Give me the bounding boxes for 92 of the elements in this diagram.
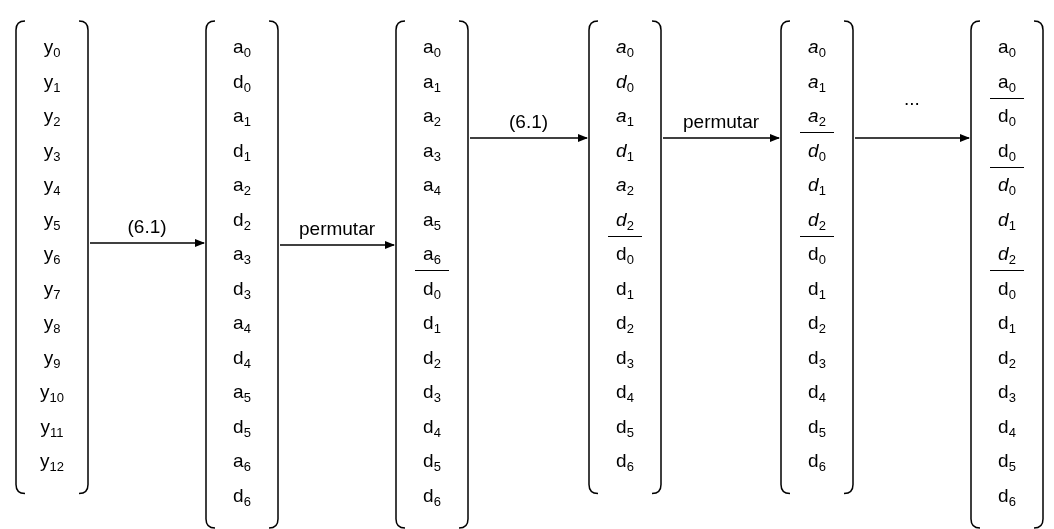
column-vector (588, 20, 662, 495)
vector-entry: y$_{2}$ (42, 105, 62, 127)
column-vector (780, 20, 854, 495)
vector-entry: d$_{1}$ (997, 208, 1017, 231)
vector-entry: a$_{6}$ (422, 243, 442, 265)
vector-entry: d$_{0}$ (807, 243, 827, 265)
vector-entry: d$_{1}$ (615, 277, 635, 300)
vector-entry: d$_{0}$ (997, 139, 1017, 162)
vector-entry: d$_{2}$ (807, 208, 827, 231)
vector-entry: y$_{4}$ (42, 174, 62, 196)
column-vector (395, 20, 469, 529)
vector-entry: d$_{3}$ (422, 381, 442, 403)
vector-entry: a$_{2}$ (422, 105, 442, 127)
vector-entry: y$_{9}$ (42, 346, 62, 369)
vector-entry: d$_{2}$ (422, 346, 442, 369)
vector-entry: d$_{1}$ (997, 312, 1017, 334)
vector-entry: a$_{2}$ (615, 174, 635, 196)
vector-entry: y$_{6}$ (42, 243, 62, 265)
vector-entry: d$_{1}$ (807, 277, 827, 300)
vector-entry: d$_{3}$ (997, 381, 1017, 403)
vector-entry: d$_{2}$ (997, 346, 1017, 369)
vector-entry: d$_{3}$ (232, 277, 252, 300)
vector-entry: d$_{5}$ (615, 415, 635, 438)
vector-entry: d$_{6}$ (807, 450, 827, 472)
vector-entry: y$_{12}$ (39, 450, 65, 472)
arrow (854, 134, 970, 142)
vector-entry: d$_{6}$ (615, 450, 635, 472)
vector-entry: d$_{0}$ (997, 277, 1017, 300)
vector-entry: y$_{0}$ (42, 36, 62, 58)
arrow (89, 239, 205, 247)
vector-entry: a$_{6}$ (232, 450, 252, 472)
vector-entry: d$_{3}$ (807, 346, 827, 369)
vector-entry: a$_{0}$ (997, 70, 1017, 93)
vector-entry: y$_{3}$ (42, 139, 62, 162)
vector-entry: d$_{5}$ (422, 450, 442, 472)
vector-entry: a$_{2}$ (232, 174, 252, 196)
vector-entry: a$_{1}$ (807, 70, 827, 93)
vector-entry: d$_{6}$ (232, 484, 252, 507)
vector-entry: a$_{3}$ (422, 139, 442, 162)
vector-entry: y$_{8}$ (42, 312, 62, 334)
vector-entry: a$_{5}$ (422, 208, 442, 231)
vector-entry: y$_{7}$ (42, 277, 62, 300)
vector-entry: d$_{6}$ (422, 484, 442, 507)
vector-entry: d$_{1}$ (615, 139, 635, 162)
vector-entry: d$_{6}$ (997, 484, 1017, 507)
vector-entry: a$_{3}$ (232, 243, 252, 265)
vector-entry: d$_{5}$ (807, 415, 827, 438)
vector-entry: a$_{0}$ (997, 36, 1017, 58)
column-vector (15, 20, 89, 495)
vector-entry: a$_{0}$ (232, 36, 252, 58)
vector-entry: d$_{4}$ (232, 346, 252, 369)
vector-entry: a$_{4}$ (232, 312, 252, 334)
vector-entry: d$_{5}$ (232, 415, 252, 438)
vector-entry: a$_{0}$ (807, 36, 827, 58)
vector-entry: d$_{2}$ (997, 243, 1017, 265)
vector-entry: d$_{0}$ (997, 105, 1017, 127)
vector-entry: d$_{0}$ (615, 70, 635, 93)
column-vector (205, 20, 279, 529)
vector-entry: d$_{1}$ (232, 139, 252, 162)
vector-entry: y$_{10}$ (39, 381, 65, 403)
arrow (662, 134, 780, 142)
vector-entry: d$_{0}$ (997, 174, 1017, 196)
vector-entry: a$_{5}$ (232, 381, 252, 403)
vector-entry: a$_{1}$ (615, 105, 635, 127)
vector-entry: d$_{1}$ (422, 312, 442, 334)
vector-entry: a$_{0}$ (422, 36, 442, 58)
vector-entry: d$_{2}$ (807, 312, 827, 334)
vector-entry: a$_{1}$ (422, 70, 442, 93)
column-vector (970, 20, 1044, 529)
vector-entry: d$_{0}$ (615, 243, 635, 265)
arrow (469, 134, 588, 142)
vector-entry: d$_{4}$ (807, 381, 827, 403)
vector-entry: y$_{1}$ (42, 70, 62, 93)
vector-entry: d$_{4}$ (997, 415, 1017, 438)
vector-entry: a$_{0}$ (615, 36, 635, 58)
vector-entry: d$_{0}$ (807, 139, 827, 162)
vector-entry: d$_{0}$ (232, 70, 252, 93)
vector-entry: d$_{5}$ (997, 450, 1017, 472)
vector-entry: d$_{2}$ (615, 312, 635, 334)
vector-entry: d$_{0}$ (422, 277, 442, 300)
vector-entry: d$_{1}$ (807, 174, 827, 196)
vector-entry: d$_{3}$ (615, 346, 635, 369)
vector-entry: a$_{4}$ (422, 174, 442, 196)
vector-entry: d$_{2}$ (232, 208, 252, 231)
vector-entry: y$_{5}$ (42, 208, 62, 231)
vector-entry: d$_{4}$ (615, 381, 635, 403)
vector-entry: y$_{11}$ (39, 415, 65, 438)
vector-entry: a$_{1}$ (232, 105, 252, 127)
vector-entry: a$_{2}$ (807, 105, 827, 127)
arrow (279, 241, 395, 249)
vector-entry: d$_{4}$ (422, 415, 442, 438)
vector-entry: d$_{2}$ (615, 208, 635, 231)
